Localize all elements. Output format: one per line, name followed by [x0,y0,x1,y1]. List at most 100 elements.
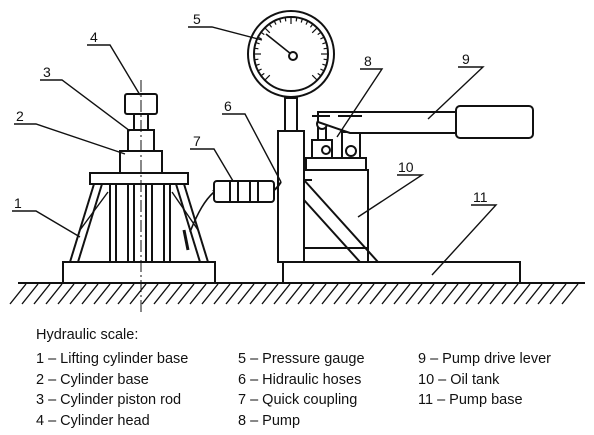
gauge-tick [255,63,260,66]
hatch-line [285,283,303,305]
leader-lines [12,26,498,276]
legend-item: 9 – Pump drive lever [418,351,551,367]
hatch-line [57,283,75,305]
gauge-tick [255,42,260,45]
hatch-line [21,283,39,305]
gauge-tick [264,74,271,81]
hatch-line [45,283,63,305]
hatch-line [261,283,279,305]
gauge-tick [317,72,322,77]
hatch-line [489,283,507,305]
gauge-tick [257,36,262,40]
gauge-tick [284,17,287,22]
hatch-line [129,283,147,305]
callout-7: 7 [193,133,201,149]
gauge-tick [323,58,328,61]
hatch-line [561,283,579,305]
hatch-line [249,283,267,305]
legend-title: Hydraulic scale: [36,327,139,343]
hatch-line [453,283,471,305]
legend-item: 3 – Cylinder piston rod [36,392,182,408]
hatch-line [165,283,183,305]
hatch-line [117,283,135,305]
gauge-tick [260,72,265,77]
callout-11: 11 [473,189,488,205]
hatch-line [225,283,243,305]
hatch-line [525,283,543,305]
gauge-tick [309,23,314,28]
quick-coupling [213,180,275,203]
pump-drive-lever [312,105,534,139]
legend-item: 2 – Cylinder base [36,371,149,388]
hatch-line [393,283,411,305]
legend-item: 1 – Lifting cylinder base [36,351,189,367]
hatch-line [153,283,171,305]
hatch-line [333,283,351,305]
legend-item: 4 – Cylinder head [36,412,150,429]
hatch-line [105,283,123,305]
hatch-line [201,283,219,305]
hatch-line [429,283,447,305]
gauge-tick [311,74,318,81]
gauge-tick [254,47,259,50]
hatch-line [9,283,27,305]
gauge-tick [268,23,273,28]
ground-hatching [9,282,585,305]
hatch-line [549,283,567,305]
callout-10: 10 [398,159,414,175]
hatch-line [69,283,87,305]
hatch-line [273,283,291,305]
callout-6: 6 [224,98,232,114]
gauge-tick [317,31,322,36]
gauge-tick [260,31,265,36]
gauge-tick [305,20,309,25]
callout-4: 4 [90,29,98,45]
legend-column-1: 1 – Lifting cylinder base 2 – Cylinder b… [36,349,188,431]
lifting-cylinder-base [62,172,216,284]
hatch-line [381,283,399,305]
gauge-tick [257,68,262,72]
legend-column-3: 9 – Pump drive lever 10 – Oil tank 11 – … [418,349,551,411]
hatch-line [141,283,159,305]
gauge-tick [320,36,325,40]
hatch-line [321,283,339,305]
gauge-tick [322,42,327,45]
gauge-tick [254,58,259,61]
legend-item: 10 – Oil tank [418,371,500,388]
legend-item: 7 – Quick coupling [238,392,358,408]
pump-base [282,261,521,284]
hatch-line [93,283,111,305]
gauge-tick [323,47,328,50]
gauge-tick [320,68,325,72]
callout-9: 9 [462,51,470,67]
hatch-line [297,283,315,305]
hatch-line [189,283,207,305]
legend-item: 6 – Hidraulic hoses [238,371,362,388]
hatch-line [369,283,387,305]
gauge-tick [322,63,327,66]
hatch-line [177,283,195,305]
legend-item: 5 – Pressure gauge [238,351,365,367]
callout-5: 5 [193,11,201,27]
hatch-line [477,283,495,305]
gauge-tick [273,20,277,25]
hatch-line [309,283,327,305]
callout-2: 2 [16,108,24,124]
pressure-gauge [247,10,335,98]
hatch-line [345,283,363,305]
hatch-line [357,283,375,305]
callout-3: 3 [43,64,51,80]
hatch-line [465,283,483,305]
gauge-tick [295,17,298,22]
gauge-tick [264,27,271,34]
legend-column-2: 5 – Pressure gauge 6 – Hidraulic hoses 7… [238,349,365,431]
hatch-line [537,283,555,305]
hydraulic-scale-drawing: 1 2 3 4 5 6 7 8 9 10 11 [9,10,585,315]
hatch-line [513,283,531,305]
hatch-line [501,283,519,305]
hatch-line [237,283,255,305]
hatch-line [81,283,99,305]
gauge-tick [279,18,282,23]
legend-item: 8 – Pump [238,412,301,429]
hatch-line [213,283,231,305]
